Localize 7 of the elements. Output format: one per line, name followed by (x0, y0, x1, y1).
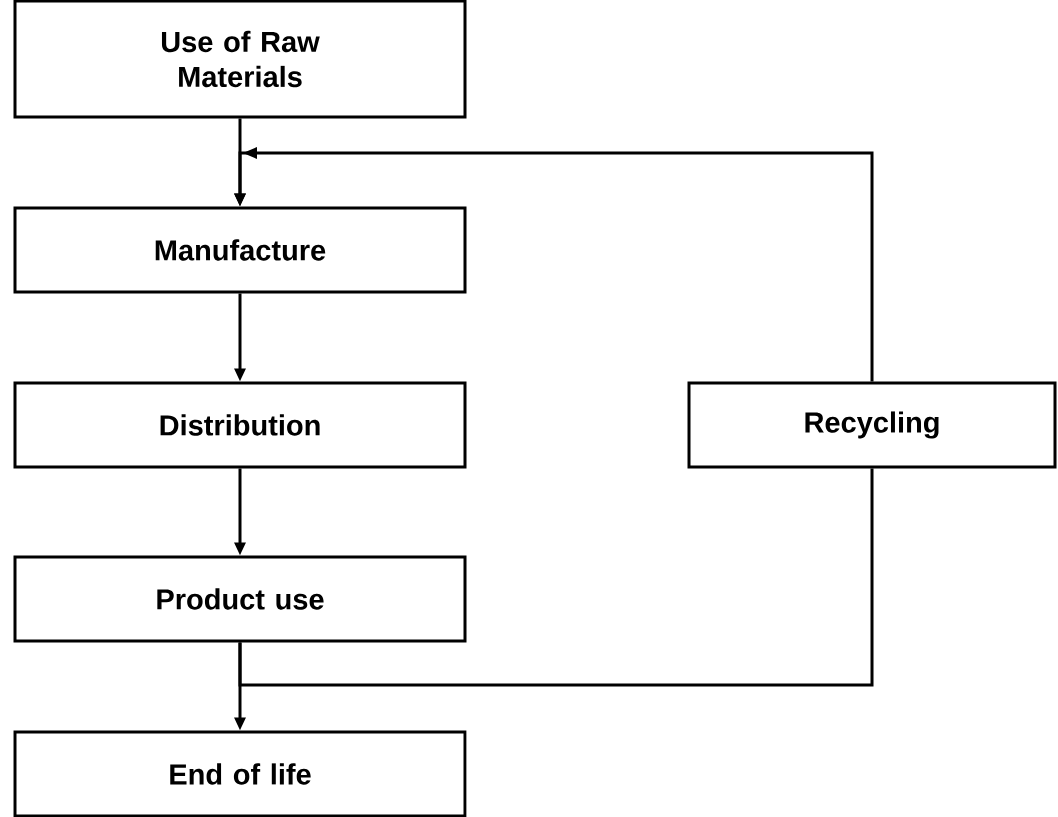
process-box: Distribution (13, 381, 467, 469)
process-box: End of life (13, 730, 467, 817)
process-box: Recycling (687, 381, 1057, 469)
process-box: Manufacture (13, 206, 467, 294)
process-box: Product use (13, 555, 467, 643)
arrow (234, 147, 874, 382)
process-box: Use of Raw Materials (13, 0, 467, 119)
